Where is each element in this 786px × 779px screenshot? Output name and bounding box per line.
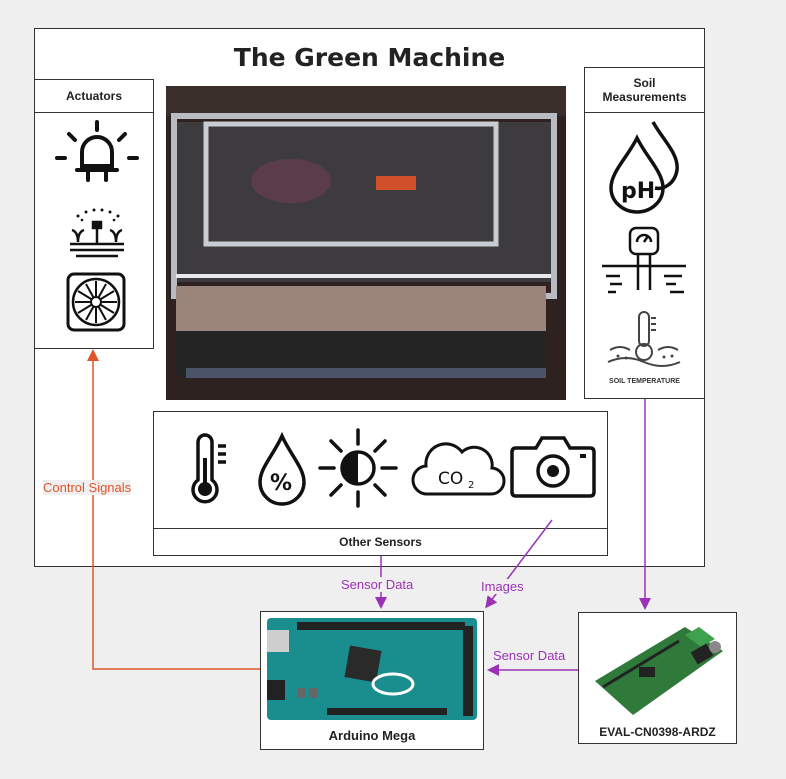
eval-board-label: EVAL-CN0398-ARDZ bbox=[599, 725, 716, 739]
light-sensor-icon bbox=[318, 428, 398, 508]
images-label: Images bbox=[481, 579, 524, 594]
co2-icon: CO 2 bbox=[411, 442, 506, 496]
control-signals-line bbox=[87, 349, 260, 670]
actuators-header: Actuators bbox=[35, 80, 153, 113]
sprinkler-icon bbox=[70, 208, 124, 258]
humidity-icon: % bbox=[258, 431, 306, 506]
diagram-title: The Green Machine bbox=[233, 43, 506, 72]
arduino-mega-board bbox=[267, 618, 477, 720]
co2-subscript: 2 bbox=[468, 480, 474, 491]
fan-icon bbox=[66, 272, 126, 332]
camera-icon bbox=[510, 436, 596, 498]
sensor-data-label-top: Sensor Data bbox=[341, 577, 414, 592]
svg-text:%: % bbox=[270, 471, 292, 496]
other-sensors-panel: Other Sensors bbox=[153, 411, 608, 556]
soil-temperature-icon bbox=[607, 311, 681, 367]
arduino-mega-label: Arduino Mega bbox=[328, 728, 416, 743]
eval-board-box: EVAL-CN0398-ARDZ bbox=[578, 612, 737, 744]
soil-temperature-caption: SOIL TEMPERATURE bbox=[609, 378, 680, 385]
ph-label: pH bbox=[621, 179, 655, 204]
soil-probe-icon bbox=[602, 226, 686, 294]
arduino-mega-box: Arduino Mega bbox=[260, 611, 484, 750]
control-signals-label: Control Signals bbox=[43, 480, 132, 495]
ph-drop-icon: pH bbox=[609, 121, 679, 214]
co2-label: CO bbox=[438, 469, 463, 489]
soil-measurements-header: Soil Measurements bbox=[585, 68, 704, 113]
light-bulb-icon bbox=[55, 120, 139, 182]
other-sensors-header: Other Sensors bbox=[154, 528, 607, 555]
eval-cn0398-board bbox=[589, 621, 727, 721]
sensor-data-label-right: Sensor Data bbox=[493, 648, 566, 663]
thermometer-icon bbox=[191, 433, 226, 504]
greenhouse-photo bbox=[166, 86, 566, 400]
